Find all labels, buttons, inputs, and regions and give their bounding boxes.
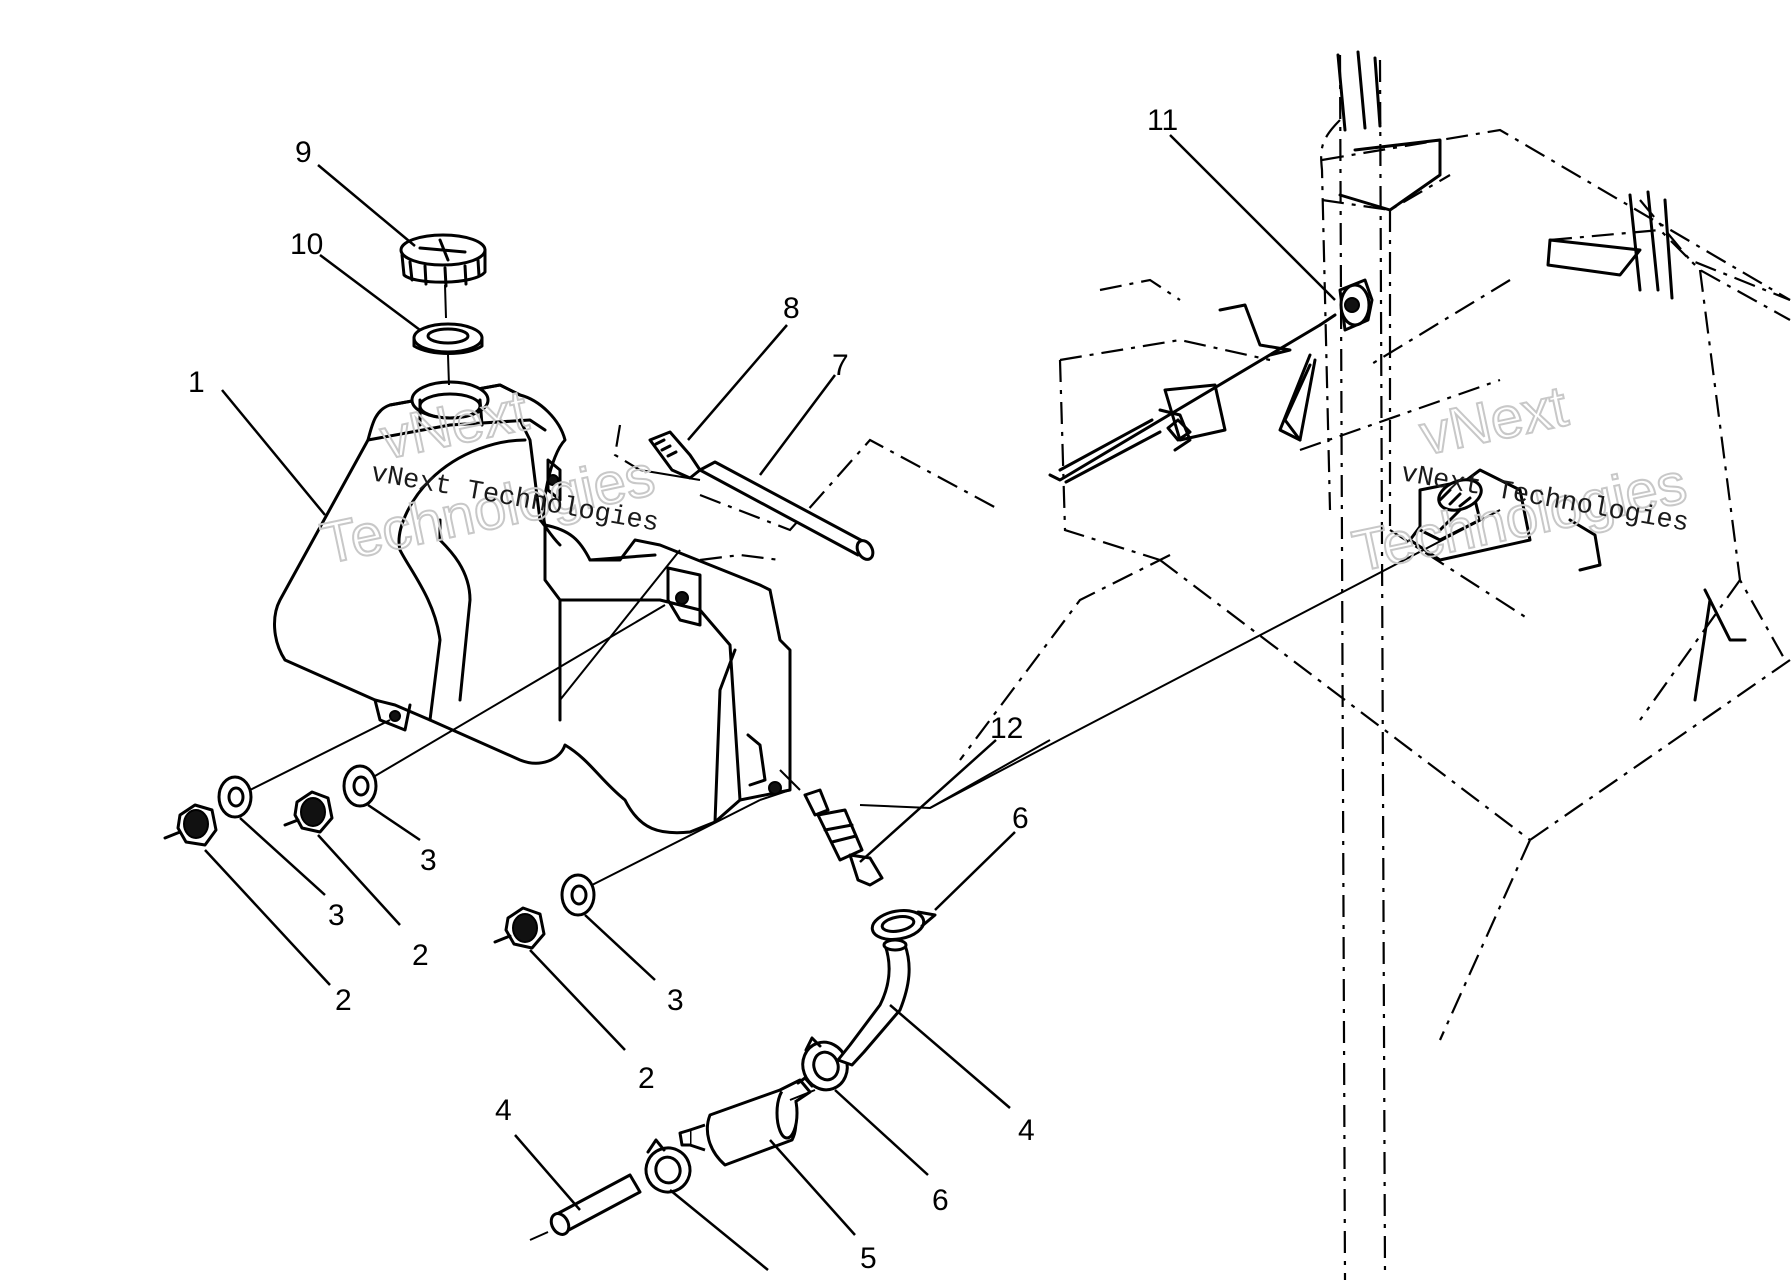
callout-12: 12 [990, 712, 1023, 745]
fuel-filter [678, 1076, 814, 1167]
fitting-axis-line [779, 769, 801, 791]
callout-3b: 3 [420, 844, 437, 877]
washer-middle [342, 764, 378, 808]
callout-9: 9 [295, 136, 312, 169]
fuel-cap [399, 233, 487, 288]
nut-bottom [493, 906, 546, 950]
assembly-lines [249, 469, 1501, 1101]
nut-middle [283, 790, 334, 834]
callout-8: 8 [783, 292, 800, 325]
callout-2b: 2 [412, 939, 429, 972]
callout-4a: 4 [495, 1094, 512, 1127]
callout-1: 1 [188, 366, 205, 399]
callout-3c: 3 [667, 984, 684, 1017]
washer-left [217, 775, 253, 819]
hose-clamp-lower [801, 1036, 849, 1092]
vent-fitting [648, 430, 702, 480]
callout-4b: 4 [1018, 1114, 1035, 1147]
cap-axis-line [444, 284, 450, 386]
callout-2a: 2 [335, 984, 352, 1017]
valve-bracket [1418, 478, 1483, 542]
fuel-valve [1318, 278, 1374, 332]
hose-clamp-upper [870, 908, 937, 942]
fitting [803, 788, 884, 887]
callout-5: 5 [860, 1242, 877, 1275]
hose-clamp-bottom [644, 1138, 692, 1194]
nut-left [163, 803, 218, 847]
vent-hose [698, 460, 875, 561]
washer-bottom [560, 873, 596, 917]
fuel-hose-lower [529, 1173, 642, 1241]
frame-outline [613, 54, 1791, 1280]
callout-11: 11 [1147, 104, 1178, 137]
callout-6b: 6 [932, 1184, 949, 1217]
callout-7: 7 [832, 349, 849, 382]
cap-gasket [412, 322, 484, 355]
callout-2c: 2 [638, 1062, 655, 1095]
callout-labels: 1 2 2 2 3 3 3 4 4 5 6 6 7 8 9 10 11 12 [188, 104, 1178, 1275]
fuel-hose-upper [836, 938, 911, 1067]
frame-members [1163, 50, 1747, 702]
callout-3a: 3 [328, 899, 345, 932]
watermark-line1-right: vNext [1414, 374, 1573, 468]
fuel-tank [273, 380, 792, 835]
callout-10: 10 [290, 228, 323, 261]
leader-lines [204, 134, 1336, 1271]
callout-6a: 6 [1012, 802, 1029, 835]
valve-linkage [1048, 323, 1322, 484]
